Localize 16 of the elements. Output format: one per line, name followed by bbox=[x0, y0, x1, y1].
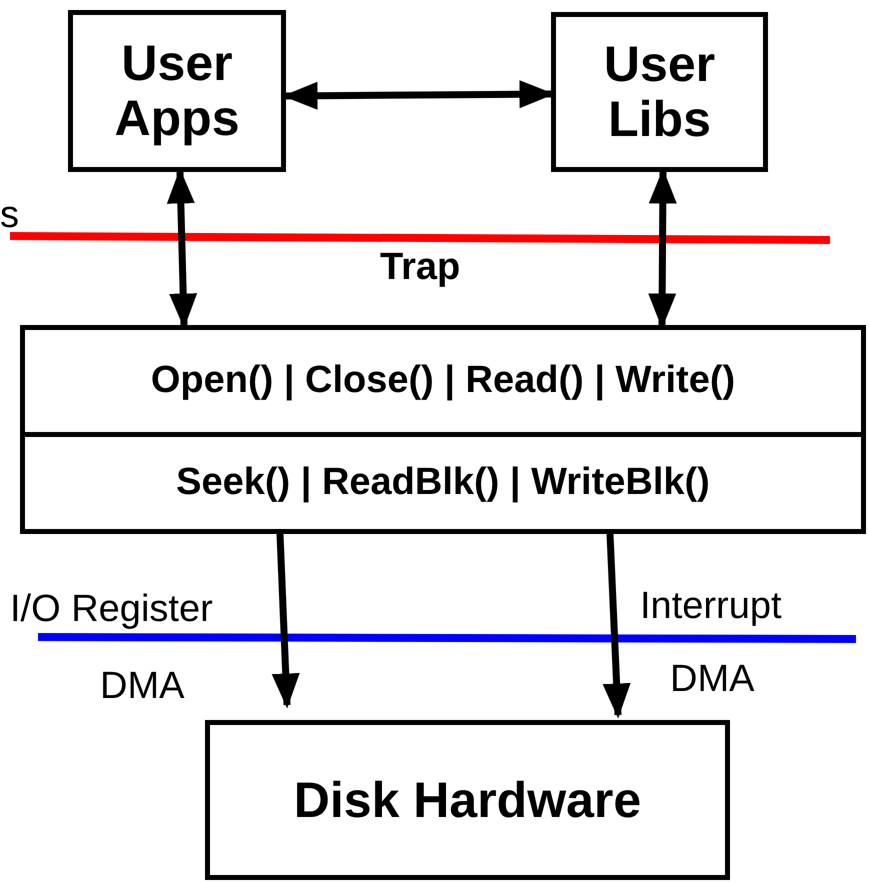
arrow bbox=[602, 534, 631, 718]
box-label: Open() | Close() | Read() | Write() bbox=[150, 360, 736, 402]
annotation-label: Interrupt bbox=[640, 587, 782, 625]
box-label: User Libs bbox=[602, 37, 716, 147]
annotation-label: Trap bbox=[380, 248, 460, 286]
arrow bbox=[272, 534, 300, 708]
box-label: User Apps bbox=[114, 36, 240, 146]
annotation-label: s bbox=[0, 196, 19, 234]
annotation-label: DMA bbox=[100, 667, 184, 705]
box-label: Seek() | ReadBlk() | WriteBlk() bbox=[175, 462, 711, 504]
annotation-label: DMA bbox=[670, 660, 754, 698]
box-label: Disk Hardware bbox=[292, 772, 642, 828]
process-box bbox=[205, 720, 730, 880]
process-box bbox=[68, 10, 286, 172]
annotation-label: I/O Register bbox=[10, 590, 213, 628]
process-box bbox=[551, 12, 768, 172]
